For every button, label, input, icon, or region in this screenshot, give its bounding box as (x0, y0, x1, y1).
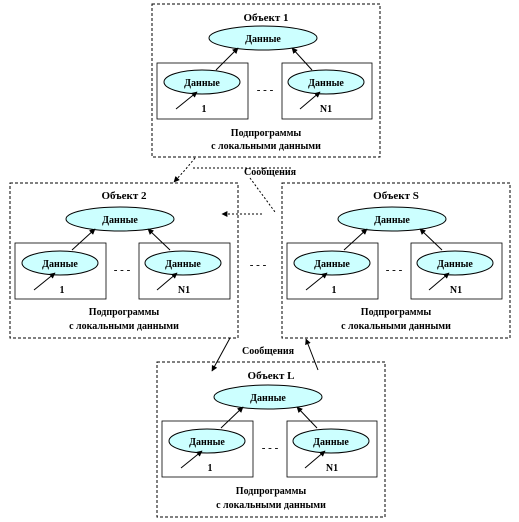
object-1-sub2-num: N1 (320, 104, 332, 115)
object-l-inner-dots: - - - (262, 442, 279, 454)
object-1: Объект 1 Данные Данные 1 Данные N1 - - -… (151, 3, 381, 158)
messages-top-label: Сообщения (244, 167, 297, 178)
object-l-sub2-ellipse (292, 428, 370, 454)
object-s-caption-1: Подпрограммы (361, 307, 432, 318)
object-1-sub2-ellipse (287, 69, 365, 95)
object-s-sub1-num: 1 (332, 285, 337, 296)
middle-dots: - - - (250, 259, 267, 271)
message-arrow-l-to-s (305, 338, 319, 371)
object-s-caption-2: с локальными данными (341, 321, 451, 332)
object-l-title: Объект L (248, 370, 295, 382)
object-l-sub1-num: 1 (208, 463, 213, 474)
object-1-data-label: Данные (245, 34, 281, 45)
object-l-data-ellipse (213, 384, 323, 410)
object-s-sub2-ellipse (416, 250, 494, 276)
object-s: Объект S Данные Данные 1 Данные N1 - - -… (281, 182, 511, 339)
object-2-inner-dots: - - - (114, 264, 131, 276)
object-s-inner-dots: - - - (386, 264, 403, 276)
object-s-title: Объект S (373, 190, 419, 202)
object-2-data-ellipse (65, 206, 175, 232)
object-1-sub2-label: Данные (308, 78, 344, 89)
messages-bottom-label: Сообщения (242, 346, 295, 357)
object-s-sub2-label: Данные (437, 259, 473, 270)
object-l-caption-1: Подпрограммы (236, 486, 307, 497)
object-l-caption-2: с локальными данными (216, 500, 326, 511)
message-line-s-left (249, 177, 276, 213)
object-1-title: Объект 1 (243, 12, 288, 24)
object-2-sub2-ellipse (144, 250, 222, 276)
object-2-sub2-label: Данные (165, 259, 201, 270)
object-l-sub1-label: Данные (189, 437, 225, 448)
object-2-title: Объект 2 (101, 190, 147, 202)
object-2-caption-1: Подпрограммы (89, 307, 160, 318)
object-1-sub1-num: 1 (202, 104, 207, 115)
message-arrow-1-to-2 (173, 157, 196, 183)
object-1-data-ellipse (208, 25, 318, 51)
object-2: Объект 2 Данные Данные 1 Данные N1 - - -… (9, 182, 239, 339)
object-2-sub1-num: 1 (60, 285, 65, 296)
object-1-sub1-label: Данные (184, 78, 220, 89)
object-1-caption-1: Подпрограммы (231, 128, 302, 139)
object-2-data-label: Данные (102, 215, 138, 226)
object-2-sub1-label: Данные (42, 259, 78, 270)
object-1-caption-2: с локальными данными (211, 141, 321, 152)
object-1-sub1-ellipse (163, 69, 241, 95)
messages: Сообщения - - - Сообщения (173, 157, 319, 372)
object-l-sub2-label: Данные (313, 437, 349, 448)
object-1-inner-dots: - - - (257, 84, 274, 96)
object-s-data-ellipse (337, 206, 447, 232)
object-2-sub1-ellipse (21, 250, 99, 276)
message-arrow-2-to-l (211, 337, 231, 372)
object-s-sub2-num: N1 (450, 285, 462, 296)
object-l-data-label: Данные (250, 393, 286, 404)
object-l-sub2-num: N1 (326, 463, 338, 474)
object-l: Объект L Данные Данные 1 Данные N1 - - -… (156, 361, 386, 518)
object-l-sub1-ellipse (168, 428, 246, 454)
object-s-sub1-ellipse (293, 250, 371, 276)
object-2-caption-2: с локальными данными (69, 321, 179, 332)
object-s-sub1-label: Данные (314, 259, 350, 270)
object-s-data-label: Данные (374, 215, 410, 226)
object-2-sub2-num: N1 (178, 285, 190, 296)
